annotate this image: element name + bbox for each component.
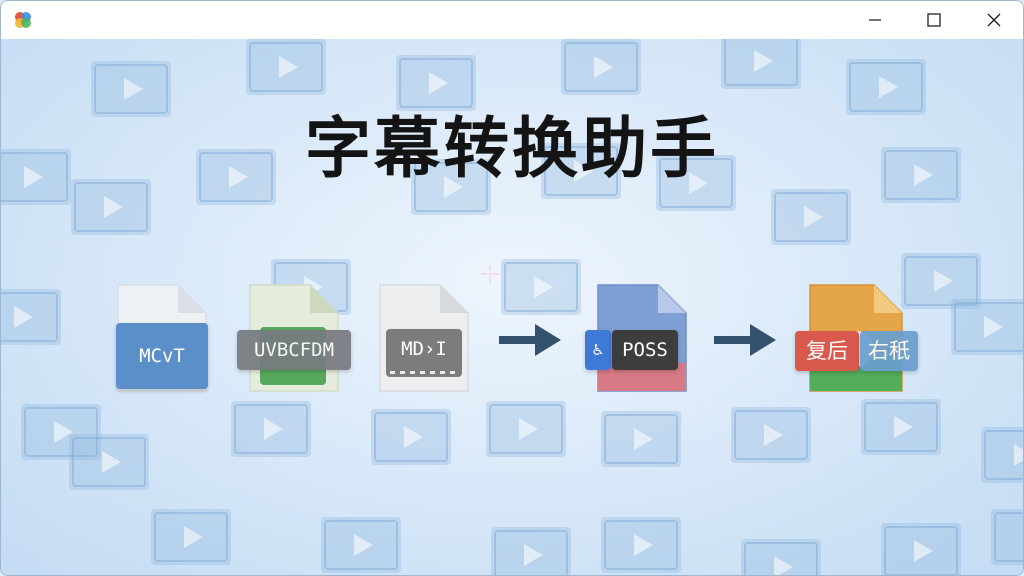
- output-left-label: 复后: [795, 331, 859, 371]
- sparkle-icon: [481, 265, 499, 283]
- main-content: 字幕转换助手 MCvT UVBCFDM: [1, 39, 1023, 575]
- mcvt-label: MCvT: [116, 323, 208, 389]
- document-icon: [379, 284, 469, 392]
- accessibility-icon: ♿: [585, 330, 611, 370]
- uvbcfdm-label: UVBCFDM: [237, 330, 351, 370]
- poss-label: POSS: [612, 330, 678, 370]
- mdi-file[interactable]: MD›I: [378, 283, 470, 393]
- mcvt-file[interactable]: MCvT: [116, 283, 208, 393]
- maximize-icon: [927, 13, 941, 27]
- app-icon: [14, 11, 32, 29]
- minimize-button[interactable]: [846, 1, 904, 39]
- arrow-right-icon: [499, 324, 561, 356]
- close-button[interactable]: [965, 1, 1023, 39]
- minimize-icon: [869, 19, 881, 21]
- mdi-label: MD›I: [401, 338, 447, 360]
- output-file[interactable]: 复后 右秖: [795, 283, 918, 393]
- uvbcfdm-file[interactable]: UVBCFDM: [237, 283, 351, 393]
- output-right-label: 右秖: [860, 331, 918, 371]
- poss-file[interactable]: ♿ POSS: [585, 283, 688, 393]
- maximize-button[interactable]: [905, 1, 963, 39]
- title-bar[interactable]: [1, 1, 1023, 39]
- close-icon: [987, 13, 1001, 27]
- arrow-right-icon: [714, 324, 776, 356]
- page-title: 字幕转换助手: [305, 110, 719, 187]
